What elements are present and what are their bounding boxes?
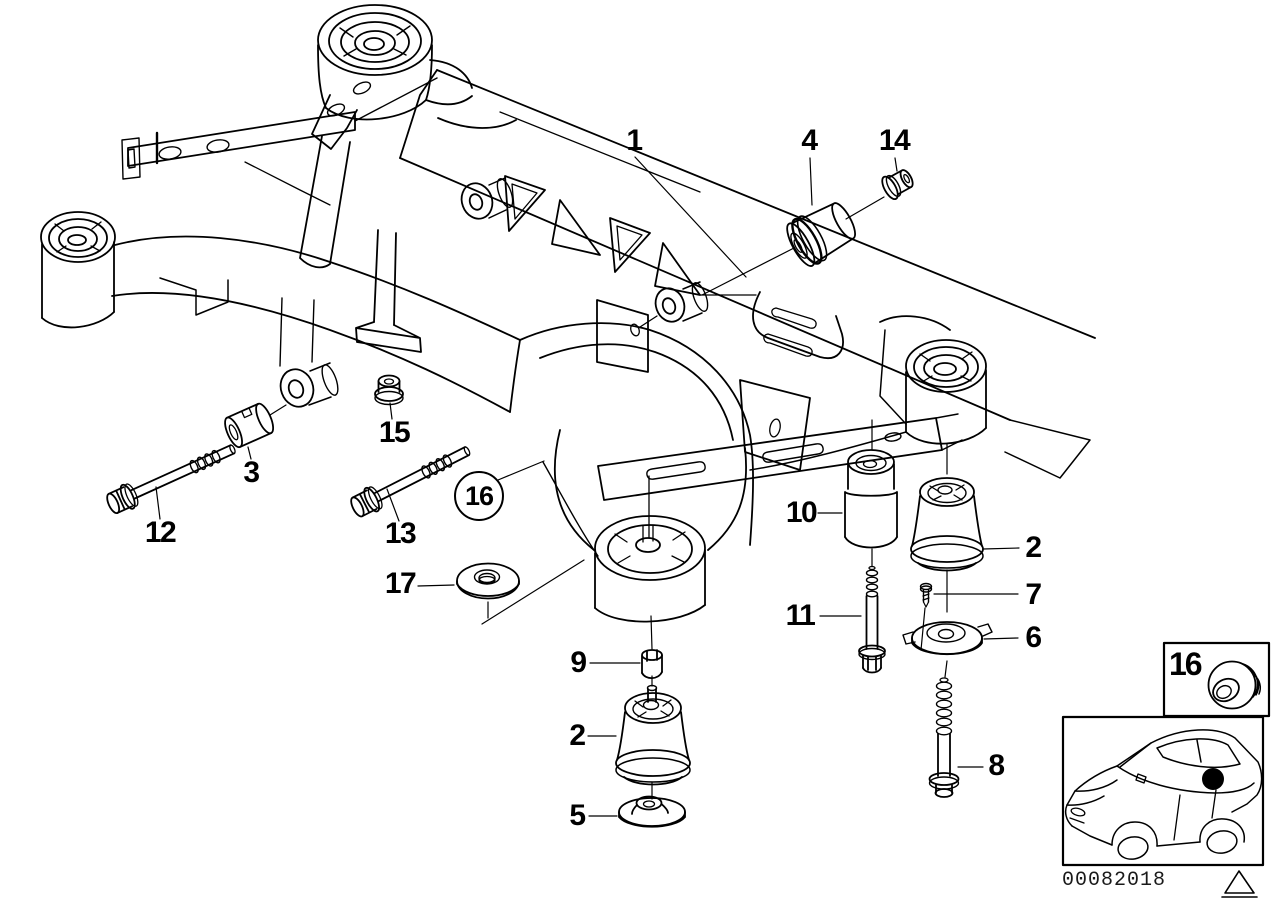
callout-4[interactable]: 4 — [801, 124, 818, 157]
part-buffer-10 — [844, 449, 898, 549]
subframe-right-mount — [879, 315, 987, 445]
callout-6[interactable]: 6 — [1025, 621, 1042, 654]
callout-11[interactable]: 11 — [785, 599, 816, 632]
callout-2-right[interactable]: 2 — [1025, 531, 1042, 564]
part-bushing-2-bottom — [615, 684, 691, 786]
callout-15[interactable]: 15 — [378, 416, 411, 449]
part-screw-7 — [919, 582, 933, 608]
callout-10[interactable]: 10 — [785, 496, 818, 529]
inset-car-box — [1061, 715, 1265, 867]
inset-part-label: 16 — [1169, 646, 1203, 682]
callout-13[interactable]: 13 — [384, 517, 417, 550]
part-cap-5 — [618, 795, 686, 828]
part-bolt-13 — [350, 446, 471, 518]
callout-5[interactable]: 5 — [569, 799, 586, 832]
frame-pivot-bushing-center — [630, 281, 709, 337]
callout-1[interactable]: 1 — [626, 124, 643, 157]
subframe-bottom-bracket — [597, 413, 963, 501]
callout-12[interactable]: 12 — [144, 516, 177, 549]
grommet-16-drawing — [1207, 660, 1262, 710]
part-bolt-11 — [858, 565, 886, 674]
callout-14[interactable]: 14 — [878, 124, 911, 157]
part-washer-17 — [456, 562, 520, 600]
car-locator-drawing — [1064, 729, 1263, 860]
part-bushing-4 — [786, 202, 856, 267]
image-code: 00082018 — [1062, 869, 1167, 892]
part-nut-9 — [641, 649, 663, 680]
subframe-top-mount — [311, 4, 517, 150]
part-nut-15 — [374, 374, 404, 406]
subframe-center-arch — [519, 322, 907, 557]
leader-lines — [155, 156, 1020, 817]
part-bolt-12 — [106, 444, 236, 515]
subframe-right-slot-bracket — [699, 291, 844, 471]
subframe-front-beam — [399, 69, 1096, 479]
part-nut-14 — [881, 169, 914, 201]
callout-8[interactable]: 8 — [988, 749, 1005, 782]
part-bolt-8 — [928, 677, 960, 798]
callout-17[interactable]: 17 — [384, 567, 417, 600]
callout-3[interactable]: 3 — [243, 456, 260, 489]
part-plate-6 — [902, 621, 993, 656]
callout-7[interactable]: 7 — [1025, 578, 1042, 611]
change-triangle-icon — [1221, 870, 1258, 898]
callout-16-circled[interactable]: 16 — [454, 471, 504, 521]
part-bushing-3 — [224, 402, 275, 449]
subframe-left-plate — [121, 77, 438, 206]
callout-9[interactable]: 9 — [570, 646, 587, 679]
subframe-bottom-mount — [594, 475, 706, 623]
frame-pivot-bushing-left — [279, 297, 339, 408]
subframe-rear-beam — [111, 135, 521, 413]
frame-pivot-bushing-upper — [460, 177, 514, 220]
subframe-left-mount — [40, 211, 116, 329]
part-bushing-2-right — [910, 477, 984, 572]
location-dot — [1202, 768, 1224, 790]
callout-2-bottom[interactable]: 2 — [569, 719, 586, 752]
